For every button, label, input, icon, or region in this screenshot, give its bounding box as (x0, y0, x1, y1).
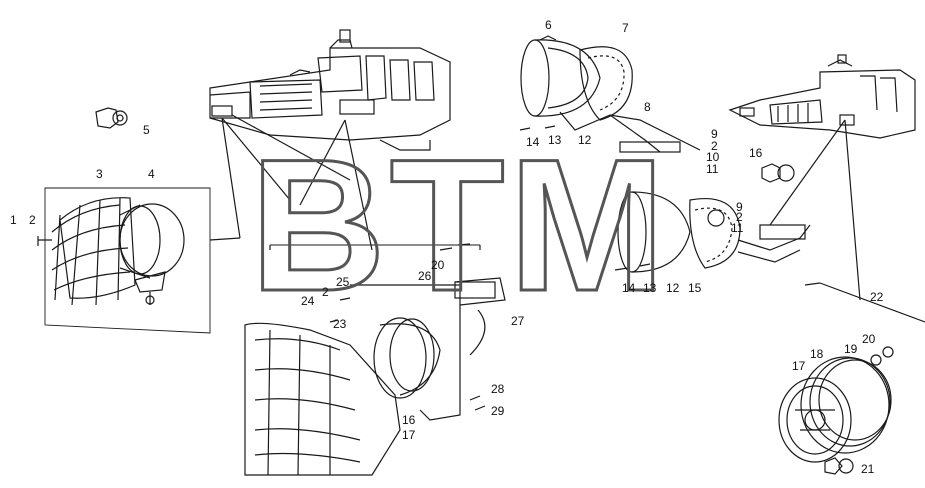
bulb-part-16 (761, 163, 795, 183)
callout-29: 29 (491, 404, 505, 418)
callout-21: 21 (861, 462, 875, 476)
callout-20b: 20 (862, 332, 876, 346)
callout-17: 17 (792, 359, 806, 373)
callout-16b: 16 (402, 413, 416, 427)
callout-9: 9 (711, 127, 718, 141)
callout-11: 11 (706, 162, 719, 176)
callout-2b: 2 (711, 139, 718, 153)
callout-13: 13 (548, 133, 562, 147)
callout-2: 2 (29, 213, 36, 227)
callout-28: 28 (491, 382, 505, 396)
callout-22: 22 (870, 290, 884, 304)
callout-13b: 13 (643, 281, 657, 295)
callout-2d: 2 (322, 285, 329, 299)
callout-5: 5 (143, 123, 150, 137)
round-lamp-assembly (778, 346, 894, 475)
callout-18: 18 (810, 347, 824, 361)
callout-1: 1 (10, 213, 17, 227)
callout-15: 15 (688, 281, 702, 295)
callout-26: 26 (418, 269, 432, 283)
callout-12: 12 (578, 133, 592, 147)
callout-20: 20 (431, 258, 445, 272)
callout-17b: 17 (402, 428, 416, 442)
watermark-text: BTM (250, 120, 669, 330)
callout-27: 27 (511, 314, 525, 328)
grille-guard-bottom-center (244, 244, 506, 476)
callout-6: 6 (545, 18, 552, 32)
callout-19: 19 (844, 342, 858, 356)
callout-7: 7 (622, 21, 629, 35)
vehicle-rear-illustration (728, 54, 916, 139)
callout-9b: 9 (736, 200, 743, 214)
callout-4: 4 (148, 167, 155, 181)
vehicle-cab-illustration (209, 29, 451, 151)
callout-8: 8 (644, 100, 651, 114)
callout-14b: 14 (622, 281, 636, 295)
callout-11b: 11 (731, 221, 744, 235)
callout-24: 24 (301, 294, 315, 308)
callout-25: 25 (336, 275, 350, 289)
callout-10: 10 (706, 150, 720, 164)
callout-23: 23 (333, 317, 347, 331)
bulb-part-5 (95, 107, 128, 129)
headlamp-unit-upper (519, 35, 701, 153)
callout-12b: 12 (666, 281, 680, 295)
headlamp-guard-assembly-left (37, 187, 211, 334)
callout-2c: 2 (736, 210, 743, 224)
callout-3: 3 (96, 167, 103, 181)
callout-14: 14 (526, 135, 540, 149)
callout-16: 16 (749, 146, 763, 160)
headlamp-unit-lower (614, 191, 811, 273)
